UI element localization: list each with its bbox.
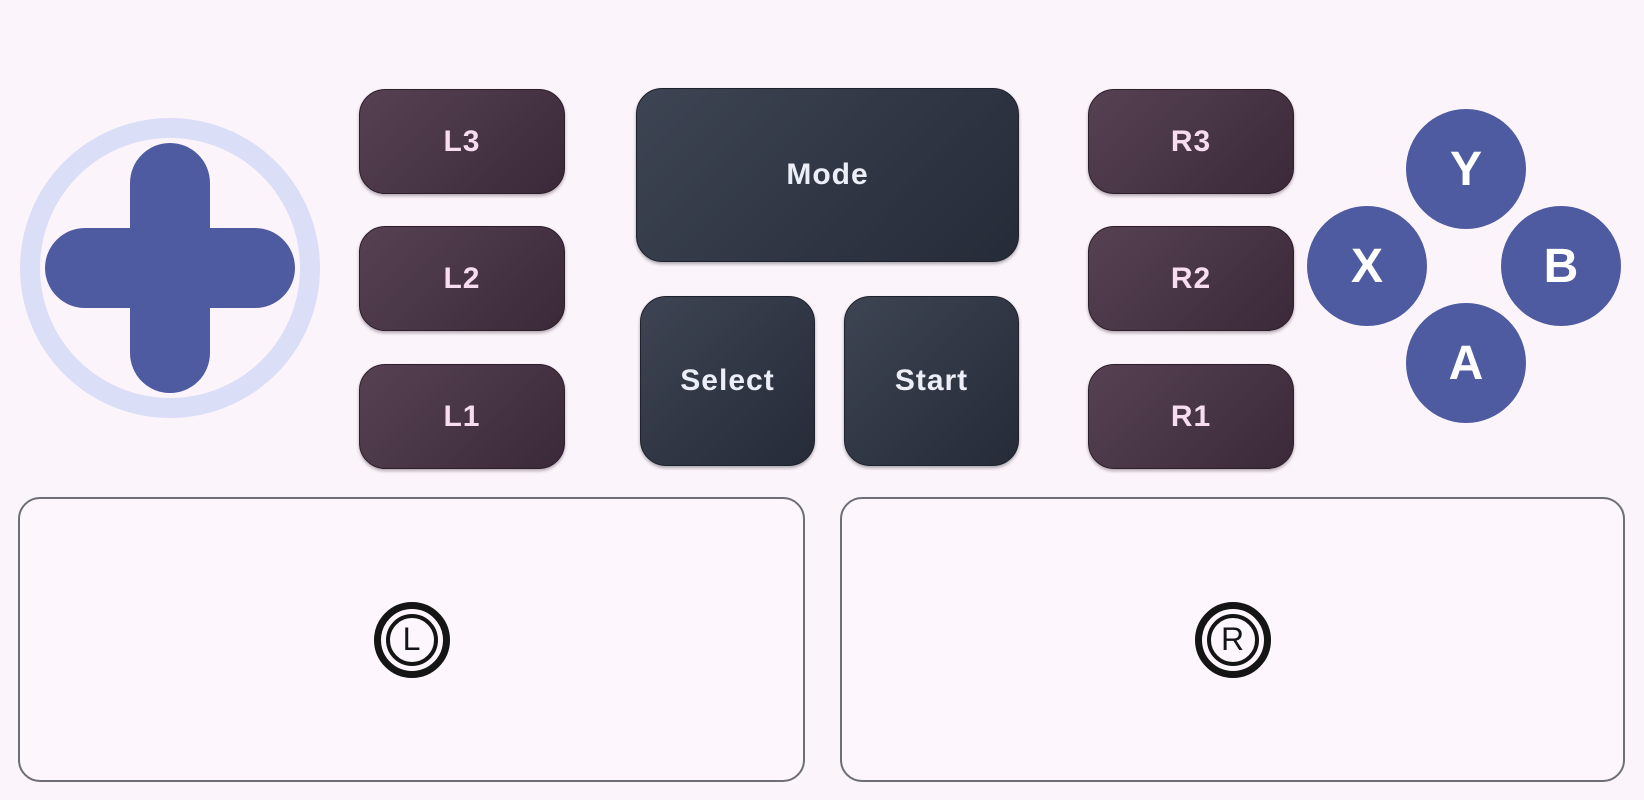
- button-a[interactable]: A: [1406, 303, 1526, 423]
- left-stick-label: L: [402, 621, 421, 657]
- button-y[interactable]: Y: [1406, 109, 1526, 229]
- left-stick-area[interactable]: L: [18, 497, 805, 782]
- dpad[interactable]: [20, 118, 320, 418]
- button-l2[interactable]: L2: [359, 226, 565, 331]
- button-l1[interactable]: L1: [359, 364, 565, 469]
- circled-L-icon: L: [373, 601, 450, 678]
- button-r2[interactable]: R2: [1088, 226, 1294, 331]
- button-mode[interactable]: Mode: [636, 88, 1019, 262]
- button-r3[interactable]: R3: [1088, 89, 1294, 194]
- right-stick-label: R: [1220, 621, 1245, 657]
- button-select[interactable]: Select: [640, 296, 815, 466]
- right-stick-area[interactable]: R: [840, 497, 1625, 782]
- button-b[interactable]: B: [1501, 206, 1621, 326]
- circled-R-icon: R: [1194, 601, 1271, 678]
- dpad-cross-icon: [45, 228, 295, 308]
- button-r1[interactable]: R1: [1088, 364, 1294, 469]
- button-x[interactable]: X: [1307, 206, 1427, 326]
- button-l3[interactable]: L3: [359, 89, 565, 194]
- button-start[interactable]: Start: [844, 296, 1019, 466]
